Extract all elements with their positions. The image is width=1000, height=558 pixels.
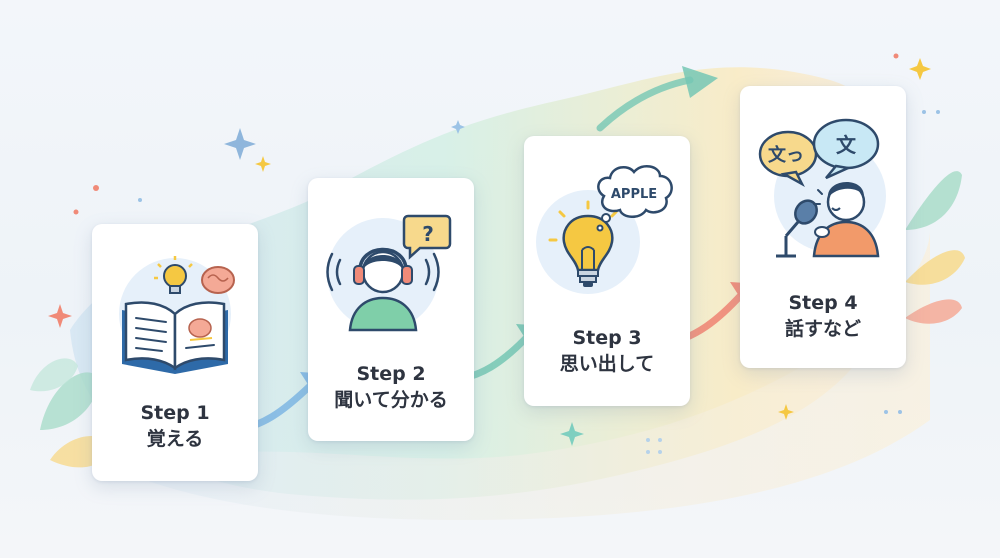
lightbulb-thought-icon: APPLE	[536, 164, 673, 294]
step-title: Step 1	[140, 402, 210, 424]
headphones-person-icon: ?	[326, 214, 452, 332]
sparkle-icon-teal	[560, 422, 584, 446]
dot	[73, 209, 79, 215]
dot	[138, 198, 142, 202]
step-label-3: Step 3 思い出して	[524, 325, 690, 377]
step-title: Step 3	[572, 327, 642, 349]
speaking-person-icon: 文っ 文	[758, 118, 886, 258]
dot	[893, 53, 899, 59]
open-book-icon	[119, 256, 235, 374]
flowing-wave-shape	[70, 67, 904, 500]
dot	[658, 438, 662, 442]
step-label-1: Step 1 覚える	[92, 400, 258, 452]
step-label-2: Step 2 聞いて分かる	[308, 361, 474, 413]
sparkle-icon-blue-small	[451, 120, 465, 134]
step-subtitle: 聞いて分かる	[334, 389, 448, 411]
dot	[884, 410, 888, 414]
sparkle-icon-yellow-2	[778, 404, 794, 420]
apple-bubble-text: APPLE	[611, 187, 657, 202]
sound-wave-icon	[326, 252, 440, 292]
book-icon	[122, 301, 228, 374]
speech-bubble-right-icon	[812, 118, 880, 180]
microphone-icon	[776, 199, 818, 258]
step-title: Step 4	[788, 292, 858, 314]
sparkle-icon-yellow	[909, 58, 931, 80]
flowing-wave-shape-2	[120, 230, 930, 520]
step-card-4: 文っ 文 Step 4 話すなど	[740, 86, 906, 368]
dot	[646, 450, 650, 454]
step-subtitle: 話すなど	[784, 318, 861, 340]
dot	[658, 450, 662, 454]
left-speech-text: 文っ	[768, 144, 804, 166]
step-subtitle: 覚える	[146, 428, 204, 450]
thought-bubble-icon	[596, 164, 673, 232]
step-title: Step 2	[356, 363, 426, 385]
sparkle-icon-coral	[48, 304, 72, 328]
step-label-4: Step 4 話すなど	[740, 290, 906, 342]
dot	[93, 185, 99, 191]
step-card-2: ? Step 2 聞いて分かる	[308, 178, 474, 441]
sparkle-icon	[224, 128, 256, 160]
dot	[922, 110, 926, 114]
dot	[898, 410, 902, 414]
dot	[646, 438, 650, 442]
question-mark-text: ?	[422, 222, 434, 246]
lightbulb-icon	[154, 256, 193, 294]
brain-icon	[201, 266, 235, 294]
arrow-top-to-step4	[596, 66, 718, 132]
right-speech-text: 文	[836, 133, 857, 157]
dot	[936, 110, 940, 114]
step-subtitle: 思い出して	[559, 353, 655, 375]
step-card-3: APPLE Step 3 思い出して	[524, 136, 690, 406]
voice-lines-icon	[813, 189, 823, 205]
leaf-decoration-right	[905, 171, 965, 324]
step-card-1: Step 1 覚える	[92, 224, 258, 481]
sparkle-icon-small	[255, 156, 271, 172]
question-bubble-icon	[402, 214, 452, 260]
